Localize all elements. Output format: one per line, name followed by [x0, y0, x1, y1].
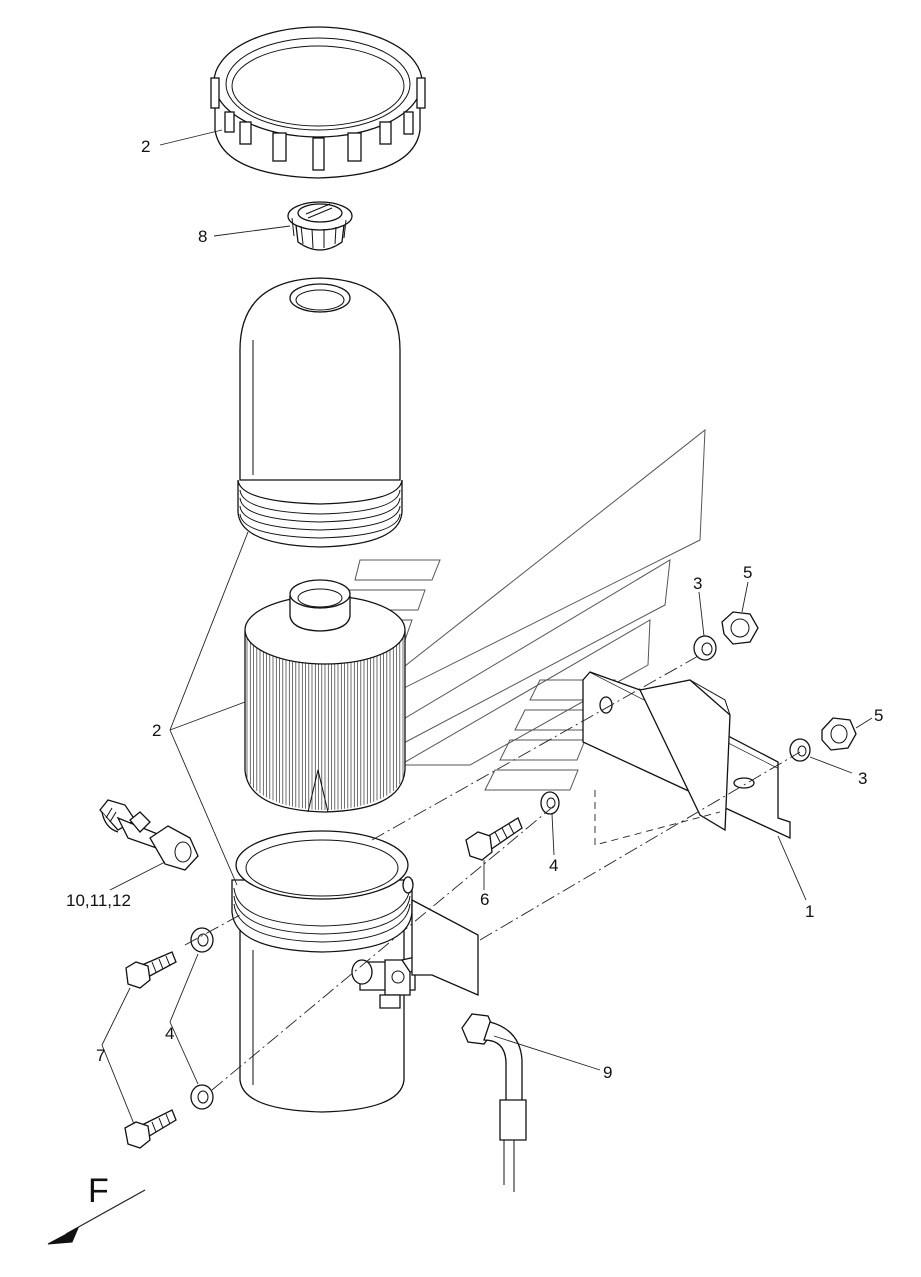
filter-bowl [231, 830, 479, 1113]
filter-cap-ring [210, 26, 426, 179]
mounting-bracket [582, 671, 791, 846]
vent-plug [287, 201, 353, 251]
callout-4-mid: 4 [549, 856, 558, 875]
callout-labels: 2 8 2 3 5 5 3 1 4 6 10,11,12 4 7 9 [66, 137, 883, 1082]
callout-3-top: 3 [693, 574, 702, 593]
callout-10-11-12: 10,11,12 [66, 891, 131, 910]
callout-6: 6 [480, 890, 489, 909]
direction-arrow-icon [47, 1226, 80, 1245]
flat-washer-right [789, 738, 811, 762]
callout-8: 8 [198, 227, 207, 246]
callout-4-left: 4 [165, 1024, 174, 1043]
washer-left-lower [190, 1084, 214, 1110]
filter-element [244, 579, 406, 813]
callout-7: 7 [96, 1046, 105, 1065]
callout-1: 1 [805, 902, 814, 921]
hex-nut-right [821, 717, 857, 751]
bolt-left-upper [125, 951, 177, 989]
assembly-centerlines [184, 654, 801, 1091]
forward-direction-indicator: F [47, 1172, 146, 1245]
flat-washer-top [693, 635, 717, 661]
washer-left-upper [190, 927, 214, 953]
callout-3-right: 3 [858, 769, 867, 788]
fuel-pipe [461, 1013, 527, 1192]
callout-2-ring: 2 [141, 137, 150, 156]
bolt-mid [465, 817, 523, 861]
hex-nut-top [721, 611, 759, 645]
direction-label: F [88, 1172, 109, 1210]
callout-5-right: 5 [874, 706, 883, 725]
callout-9: 9 [603, 1063, 612, 1082]
leader-lines [101, 129, 873, 1125]
filter-housing-cover [237, 277, 403, 548]
bolt-left-lower [124, 1109, 177, 1149]
callout-5-top: 5 [743, 563, 752, 582]
connector-fitting [99, 799, 199, 871]
callout-2-kit: 2 [152, 721, 161, 740]
washer-mid [540, 791, 560, 815]
